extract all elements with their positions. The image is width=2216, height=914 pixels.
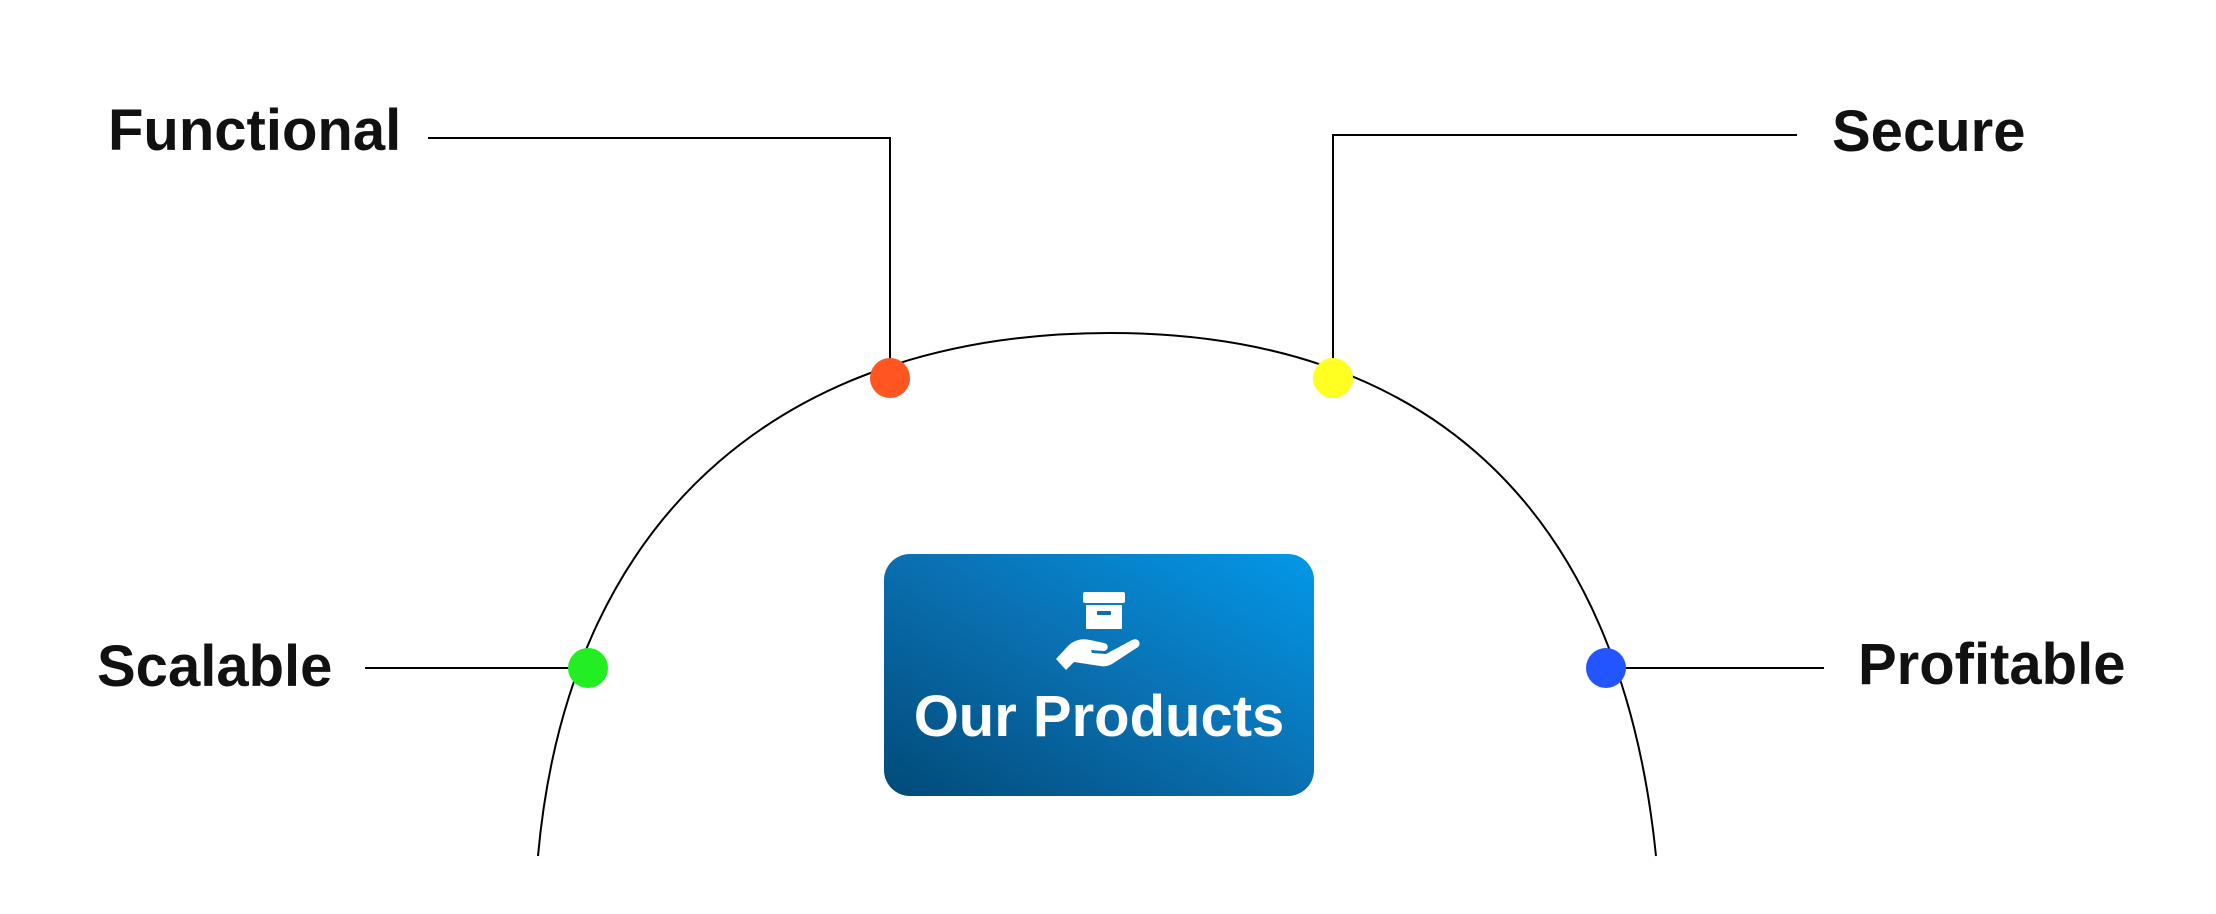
- main-arc: [537, 331, 1657, 857]
- center-card-our-products: Our Products: [884, 554, 1314, 796]
- node-dot-profitable: [1586, 648, 1626, 688]
- node-dot-functional: [870, 358, 910, 398]
- label-scalable: Scalable: [97, 634, 333, 699]
- label-secure: Secure: [1832, 99, 2026, 164]
- label-profitable: Profitable: [1858, 632, 2126, 697]
- node-dot-scalable: [568, 648, 608, 688]
- connector-functional: [428, 137, 891, 378]
- hand-holding-box-icon: [1056, 592, 1140, 670]
- center-title: Our Products: [913, 684, 1285, 749]
- label-functional: Functional: [108, 98, 402, 163]
- node-dot-secure: [1313, 358, 1353, 398]
- connector-secure: [1332, 134, 1797, 378]
